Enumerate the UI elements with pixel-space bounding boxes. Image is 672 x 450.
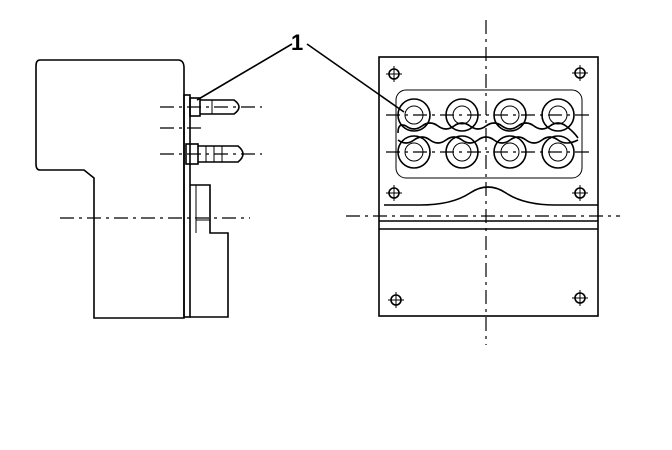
side-view xyxy=(35,59,262,319)
front-view xyxy=(346,20,620,345)
mounting-hole xyxy=(572,290,588,306)
mounting-hole xyxy=(386,66,402,82)
mounting-hole xyxy=(388,292,404,308)
front-plate-outline xyxy=(378,56,599,317)
side-step-block xyxy=(190,184,229,318)
leader-line-right xyxy=(306,43,405,113)
socket-block-outline xyxy=(395,89,583,179)
serpentine-tube xyxy=(397,122,579,139)
side-front-plate xyxy=(183,94,191,318)
leader-line-left xyxy=(196,43,293,101)
callout-label: 1 xyxy=(291,30,303,55)
callout-1: 1 xyxy=(196,30,405,113)
mounting-hole xyxy=(572,185,588,201)
front-wave-contour xyxy=(384,186,598,206)
side-housing-outline xyxy=(35,59,185,319)
mounting-hole xyxy=(572,65,588,81)
mounting-hole xyxy=(386,185,402,201)
